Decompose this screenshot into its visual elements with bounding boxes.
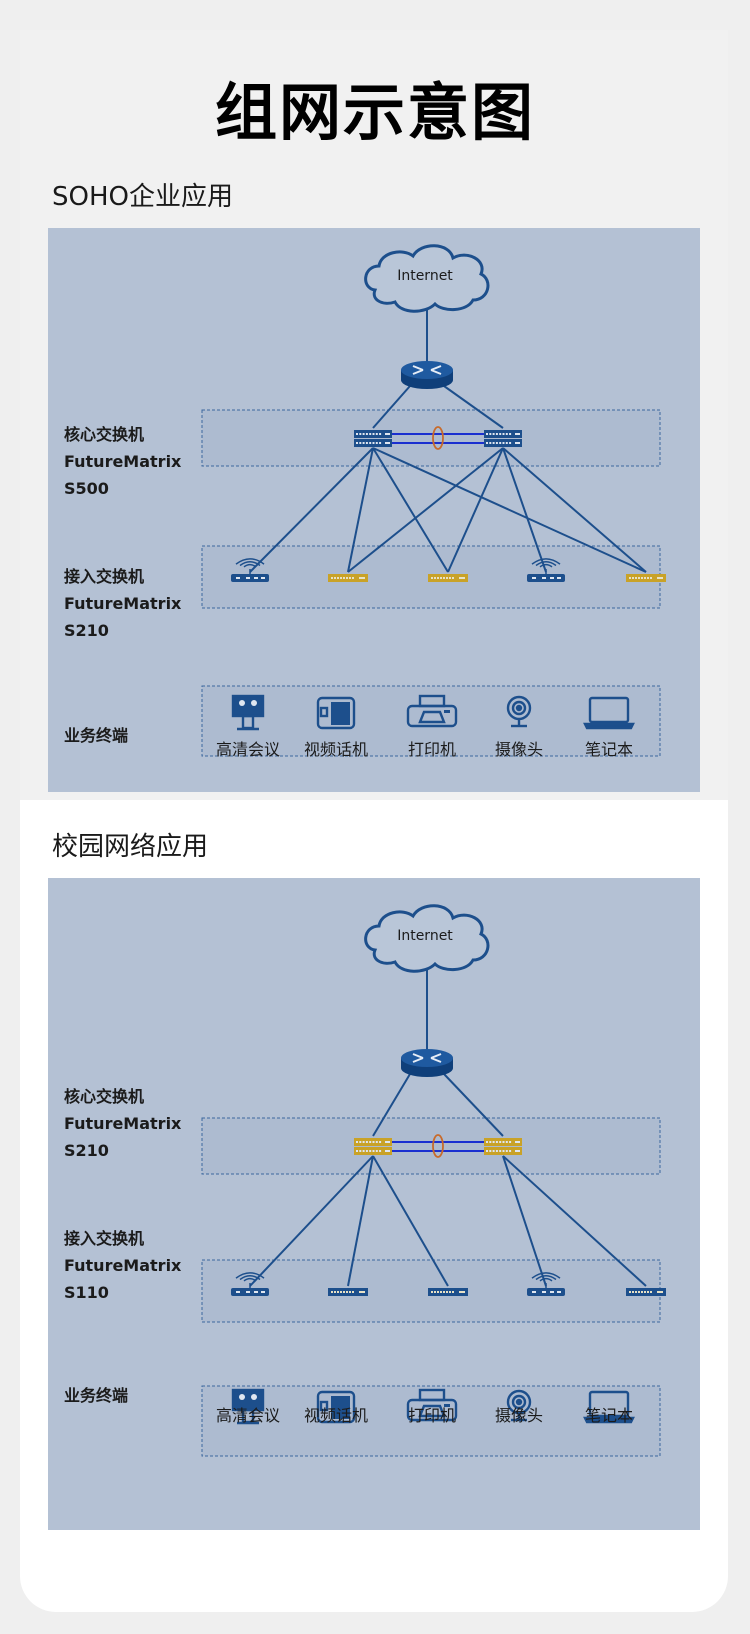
core-switch-icon bbox=[354, 1138, 392, 1155]
terminal-tier-label: 业务终端 bbox=[64, 1386, 129, 1405]
router-link-left bbox=[372, 1073, 411, 1137]
internet-cloud-icon bbox=[364, 244, 490, 313]
wireless-ap-icon bbox=[527, 558, 565, 582]
topology-svg bbox=[201, 904, 666, 1457]
downlink bbox=[502, 1155, 547, 1287]
downlink bbox=[372, 447, 449, 573]
access-brand: FutureMatrix bbox=[64, 1256, 182, 1275]
wireless-ap-icon bbox=[527, 1272, 565, 1296]
core-tier-label: 核心交换机 FutureMatrix S500 bbox=[64, 421, 181, 502]
core-role: 核心交换机 bbox=[64, 425, 145, 444]
access-brand: FutureMatrix bbox=[64, 594, 182, 613]
lag-ring-icon bbox=[432, 1134, 444, 1158]
terminal-label: 高清会议 bbox=[215, 1406, 280, 1425]
core-model: S210 bbox=[64, 1141, 109, 1160]
downlink bbox=[372, 447, 647, 573]
internet-label: Internet bbox=[397, 928, 453, 944]
core-tier-box bbox=[201, 409, 661, 467]
access-switch-icon bbox=[428, 1288, 468, 1296]
video-conference-icon bbox=[231, 1388, 265, 1425]
downlink bbox=[447, 447, 504, 573]
topology-svg bbox=[201, 244, 666, 757]
terminal-label: 摄像头 bbox=[494, 1406, 543, 1425]
downlink bbox=[502, 1155, 647, 1287]
camera-icon bbox=[506, 695, 532, 728]
terminal-label: 高清会议 bbox=[215, 740, 280, 759]
access-switch-icon bbox=[328, 1288, 368, 1296]
access-switch-icon bbox=[428, 574, 468, 582]
terminal-label: 打印机 bbox=[407, 740, 456, 759]
internet-label: Internet bbox=[397, 268, 453, 284]
downlink bbox=[249, 447, 374, 573]
video-conference-icon bbox=[231, 694, 265, 731]
internet-cloud-icon bbox=[364, 904, 490, 973]
downlink bbox=[372, 1155, 449, 1287]
terminal-label: 笔记本 bbox=[584, 740, 633, 759]
downlink bbox=[249, 1155, 374, 1287]
core-tier-label: 核心交换机 FutureMatrix S210 bbox=[64, 1083, 181, 1164]
printer-icon bbox=[406, 1388, 458, 1422]
access-tier-label: 接入交换机 FutureMatrix S110 bbox=[64, 1225, 181, 1306]
downlink bbox=[347, 447, 504, 573]
router-link-left bbox=[372, 385, 411, 429]
access-switch-icon bbox=[626, 1288, 666, 1296]
laptop-icon bbox=[583, 1390, 635, 1424]
section-title-soho: SOHO企业应用 bbox=[52, 182, 233, 212]
video-phone-icon bbox=[316, 1390, 356, 1424]
core-brand: FutureMatrix bbox=[64, 1114, 182, 1133]
section-title-campus: 校园网络应用 bbox=[52, 832, 209, 862]
router-icon bbox=[401, 361, 453, 389]
access-role: 接入交换机 bbox=[64, 567, 145, 586]
downlink bbox=[502, 447, 547, 573]
downlink bbox=[347, 1155, 374, 1287]
router-icon bbox=[401, 1049, 453, 1077]
wireless-ap-icon bbox=[231, 558, 269, 582]
access-switch-icon bbox=[626, 574, 666, 582]
terminal-tier-box bbox=[201, 685, 661, 757]
lag-ring-icon bbox=[432, 426, 444, 450]
core-switch-icon bbox=[484, 430, 522, 447]
printer-icon bbox=[406, 694, 458, 728]
access-switch-icon bbox=[328, 574, 368, 582]
terminal-label: 视频话机 bbox=[303, 740, 368, 759]
page-title: 组网示意图 bbox=[214, 76, 535, 149]
router-link-right bbox=[443, 385, 504, 429]
core-model: S500 bbox=[64, 479, 109, 498]
downlink bbox=[347, 447, 374, 573]
downlink bbox=[502, 447, 647, 573]
terminal-label: 笔记本 bbox=[584, 1406, 633, 1425]
access-tier-label: 接入交换机 FutureMatrix S210 bbox=[64, 563, 181, 644]
core-switch-icon bbox=[484, 1138, 522, 1155]
video-phone-icon bbox=[316, 696, 356, 730]
core-role: 核心交换机 bbox=[64, 1087, 145, 1106]
access-model: S110 bbox=[64, 1283, 109, 1302]
terminal-tier-label: 业务终端 bbox=[64, 726, 129, 745]
terminal-label: 视频话机 bbox=[303, 1406, 368, 1425]
router-link-right bbox=[443, 1073, 504, 1137]
terminal-label: 打印机 bbox=[407, 1406, 456, 1425]
diagram-soho: Internet 核心交换机 FutureMatrix S500 接入交换机 F… bbox=[48, 228, 700, 792]
wireless-ap-icon bbox=[231, 1272, 269, 1296]
terminal-label: 摄像头 bbox=[494, 740, 543, 759]
core-switch-icon bbox=[354, 430, 392, 447]
core-tier-box bbox=[201, 1117, 661, 1175]
core-brand: FutureMatrix bbox=[64, 452, 182, 471]
laptop-icon bbox=[583, 696, 635, 730]
access-role: 接入交换机 bbox=[64, 1229, 145, 1248]
access-model: S210 bbox=[64, 621, 109, 640]
camera-icon bbox=[506, 1389, 532, 1422]
diagram-campus: Internet 核心交换机 FutureMatrix S210 接入交换机 F… bbox=[48, 878, 700, 1530]
